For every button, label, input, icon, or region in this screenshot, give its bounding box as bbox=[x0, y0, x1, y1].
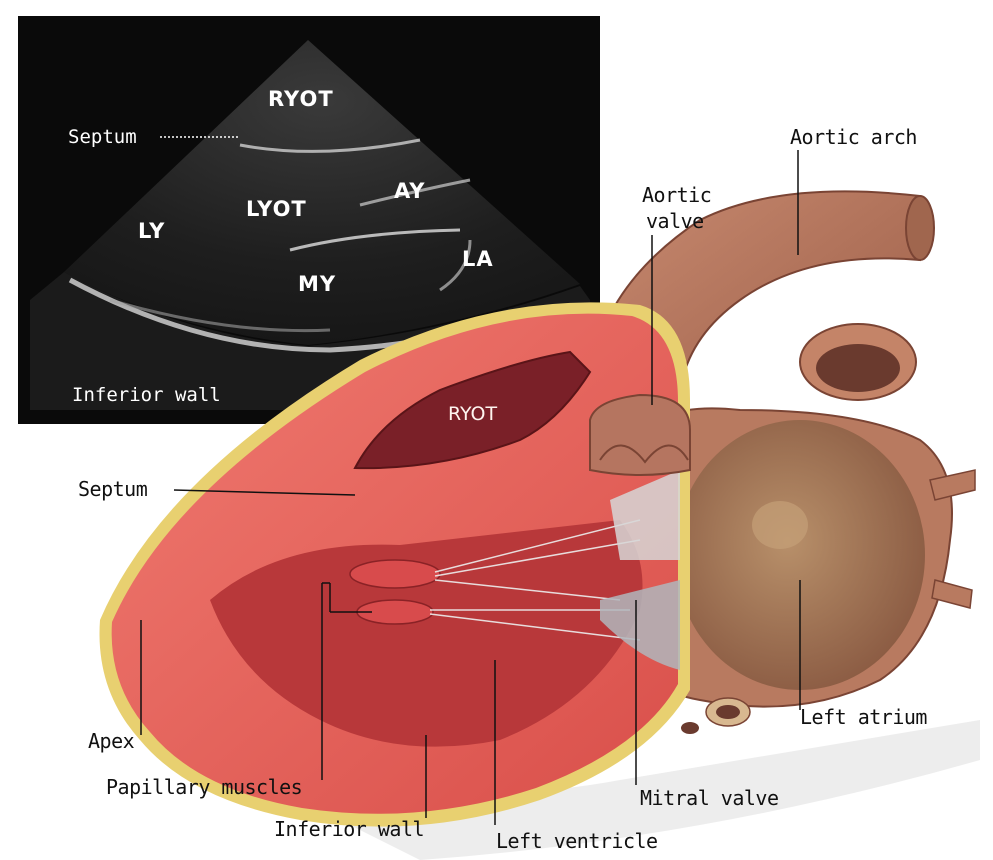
echo-label-lv: LY bbox=[138, 219, 166, 243]
label-apex: Apex bbox=[88, 729, 135, 753]
ryot-chamber bbox=[353, 350, 592, 470]
papillary-muscle-anterior bbox=[349, 559, 441, 589]
label-septum: Septum bbox=[78, 477, 148, 501]
echo-label-av: AY bbox=[394, 179, 426, 203]
label-left-atrium: Left atrium bbox=[800, 705, 927, 729]
echo-label-mv: MY bbox=[298, 272, 337, 296]
echo-label-ryot: RYOT bbox=[268, 87, 334, 111]
echo-label-lyot: LYOT bbox=[246, 197, 307, 221]
leader-lines bbox=[140, 150, 801, 825]
label-papillary-muscles: Papillary muscles bbox=[106, 775, 303, 799]
echo-label-inferior-wall: Inferior wall bbox=[72, 384, 221, 406]
echo-mitral-echo bbox=[289, 228, 461, 252]
chordae-tendineae bbox=[429, 519, 641, 641]
label-mitral-valve: Mitral valve bbox=[640, 786, 779, 810]
label-aortic-arch: Aortic arch bbox=[790, 125, 917, 149]
label-inferior-wall: Inferior wall bbox=[274, 817, 425, 841]
label-left-ventricle: Left ventricle bbox=[496, 829, 658, 853]
echo-septum-echo bbox=[239, 138, 421, 153]
left-ventricle-cavity bbox=[210, 520, 643, 747]
leader-papillary-muscles bbox=[321, 582, 372, 780]
mitral-leaflet-posterior bbox=[600, 580, 680, 670]
aortic-valve-cusps bbox=[599, 444, 689, 464]
echo-label-la: LA bbox=[462, 247, 494, 271]
echo-label-septum: Septum bbox=[68, 126, 137, 148]
label-aortic-valve-line2: valve bbox=[646, 209, 704, 233]
leader-septum bbox=[173, 489, 356, 496]
label-aortic-valve-line1: Aortic bbox=[642, 183, 712, 207]
heart-label-ryot: RYOT bbox=[448, 403, 498, 425]
heart-illustration bbox=[99, 190, 980, 860]
echo-fan bbox=[64, 40, 580, 345]
mitral-leaflet-anterior bbox=[610, 470, 680, 560]
left-atrium-chamber bbox=[675, 420, 925, 690]
aortic-root bbox=[589, 393, 691, 476]
